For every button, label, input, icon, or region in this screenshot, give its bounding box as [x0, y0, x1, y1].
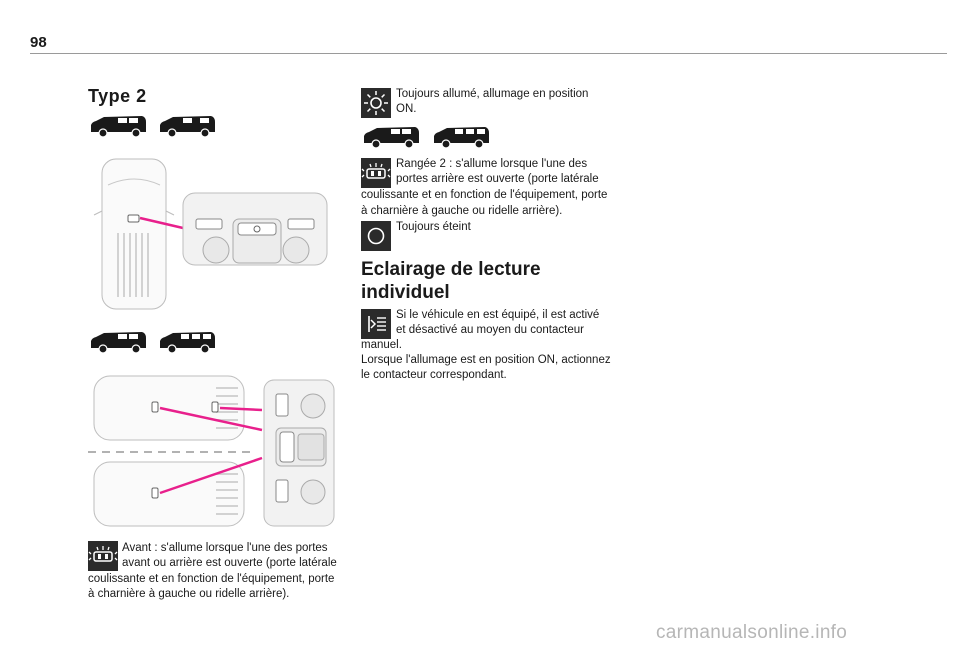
always-on-line1: Toujours allumé, allumage en position: [396, 88, 589, 100]
type-heading: Type 2: [88, 86, 147, 106]
row2-line2: portes arrière est ouverte (porte latéra…: [396, 173, 599, 185]
van-short-silhouette: [91, 116, 146, 138]
always-on-line2: ON.: [396, 103, 417, 115]
section-title-line2: individuel: [361, 282, 450, 303]
sun-icon: [361, 88, 391, 118]
reading-line4: Lorsque l'allumage est en position ON, a…: [361, 354, 611, 366]
van-long-silhouette-row2: [160, 332, 215, 354]
reading-line1: Si le véhicule en est équipé, il est act…: [396, 309, 600, 321]
door-lamp-icon-row2: [361, 158, 391, 188]
front-caption-line4: à charnière à gauche ou ridelle arrière)…: [88, 588, 290, 600]
section-title-line1: Eclairage de lecture: [361, 259, 541, 280]
reading-light-icon: [361, 309, 391, 339]
van-short-silhouette-row2: [91, 332, 146, 354]
row2-line1: Rangée 2 : s'allume lorsque l'une des: [396, 158, 588, 170]
reading-line5: le contacteur correspondant.: [361, 369, 507, 381]
front-caption-line1: Avant : s'allume lorsque l'une des porte…: [122, 542, 328, 554]
circle-off-icon: [361, 221, 391, 251]
van-short-silhouette-right: [364, 127, 419, 149]
reading-line3: manuel.: [361, 339, 402, 351]
row2-line4: à charnière à gauche ou ridelle arrière)…: [361, 205, 563, 217]
van-long-silhouette-right: [434, 127, 489, 149]
row2-line3: coulissante et en fonction de l'équipeme…: [361, 189, 608, 201]
rear-ceiling-light-diagram: [88, 375, 335, 527]
door-lamp-icon: [88, 541, 118, 571]
always-off-line1: Toujours éteint: [396, 221, 471, 233]
front-caption-line2: avant ou arrière est ouverte (porte laté…: [122, 557, 337, 569]
front-ceiling-light-diagram: [93, 158, 328, 310]
page-number: 98: [30, 34, 47, 51]
van-long-silhouette: [160, 116, 215, 138]
header-rule: [30, 53, 947, 54]
reading-line2: et désactivé au moyen du contacteur: [396, 324, 584, 336]
front-caption-line3: coulissante et en fonction de l'équipeme…: [88, 573, 335, 585]
watermark: carmanualsonline.info: [656, 622, 848, 643]
